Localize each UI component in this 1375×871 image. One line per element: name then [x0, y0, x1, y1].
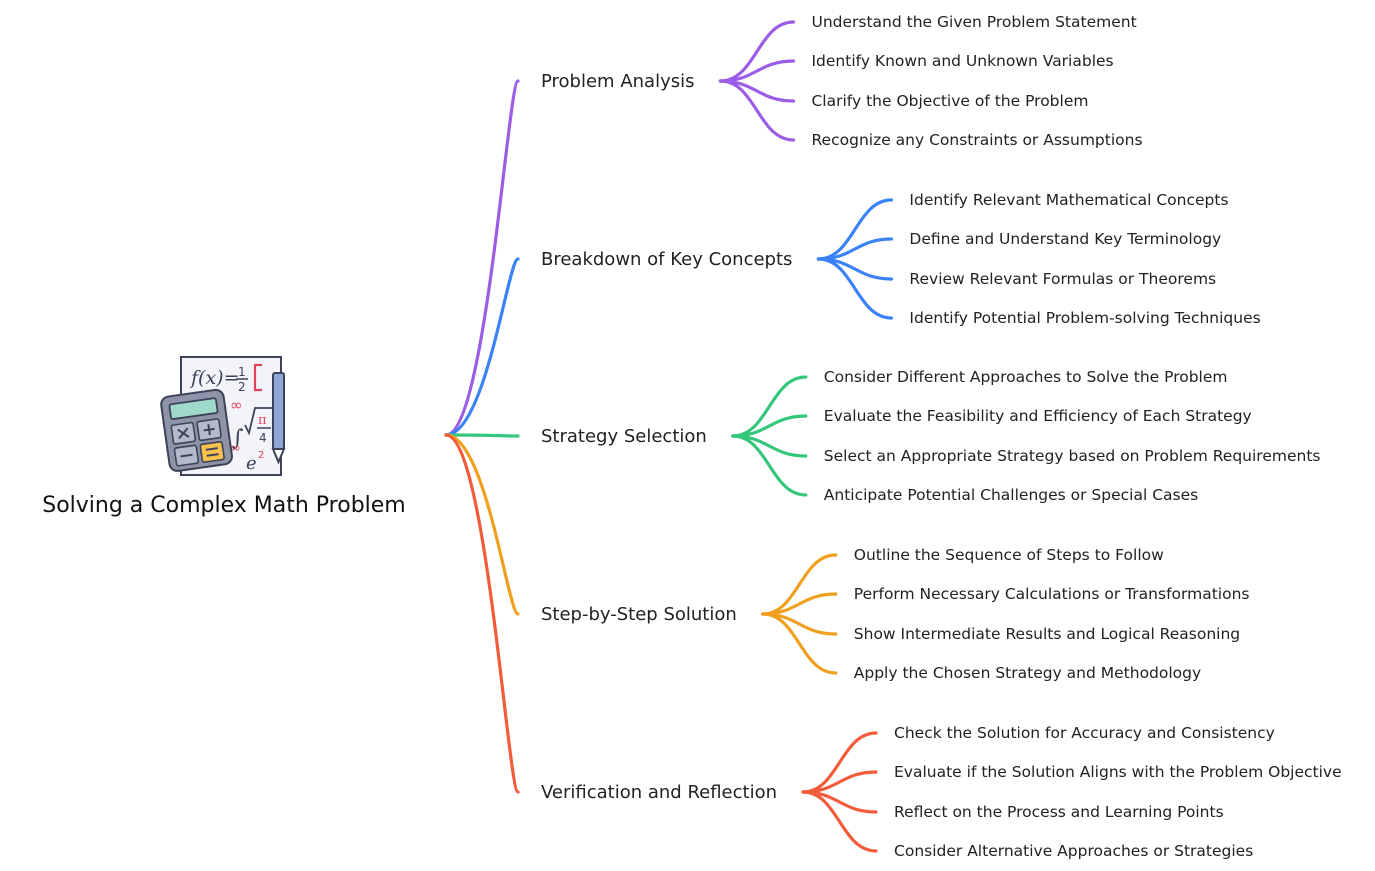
- leaf-label: Identify Known and Unknown Variables: [811, 52, 1113, 70]
- leaf-label: Define and Understand Key Terminology: [909, 230, 1221, 248]
- branch-connector: [444, 79, 520, 437]
- root-title: Solving a Complex Math Problem: [42, 493, 406, 518]
- svg-text:π: π: [258, 413, 267, 428]
- leaf-connector: [816, 257, 894, 320]
- branch-connector: [444, 433, 520, 794]
- svg-text:∞: ∞: [230, 441, 241, 456]
- leaf-label: Check the Solution for Accuracy and Cons…: [894, 724, 1275, 742]
- leaf-label: Anticipate Potential Challenges or Speci…: [824, 486, 1198, 504]
- leaf-label: Clarify the Objective of the Problem: [811, 92, 1088, 110]
- svg-text:2: 2: [238, 380, 246, 394]
- svg-text:2: 2: [258, 450, 264, 461]
- leaf-connector: [801, 790, 878, 853]
- leaf-connector: [761, 612, 838, 675]
- branch-connector: [444, 257, 520, 437]
- leaf-label: Evaluate if the Solution Aligns with the…: [894, 763, 1342, 781]
- leaf-connector: [718, 79, 796, 142]
- svg-text:e: e: [246, 453, 257, 474]
- branch-connector: [444, 433, 520, 616]
- branch-label: Breakdown of Key Concepts: [541, 249, 792, 270]
- branch-label: Step-by-Step Solution: [541, 604, 737, 625]
- leaf-label: Identify Potential Problem-solving Techn…: [909, 309, 1260, 327]
- calculator-math-icon: f(x)= 1 2 ∞ ∫ π 4 ∞ e 2: [160, 356, 286, 476]
- leaf-label: Understand the Given Problem Statement: [811, 13, 1136, 31]
- leaf-label: Identify Relevant Mathematical Concepts: [909, 191, 1228, 209]
- svg-text:1: 1: [238, 365, 246, 379]
- leaf-label: Recognize any Constraints or Assumptions: [811, 131, 1142, 149]
- leaf-label: Select an Appropriate Strategy based on …: [824, 447, 1321, 465]
- branch-label: Strategy Selection: [541, 426, 707, 447]
- leaf-connector: [731, 434, 808, 497]
- connectors: [444, 20, 894, 853]
- leaf-label: Show Intermediate Results and Logical Re…: [854, 625, 1240, 643]
- branches: Problem Analysis Understand the Given Pro…: [541, 13, 1342, 860]
- branch-label: Verification and Reflection: [541, 782, 777, 803]
- svg-text:f(x)=: f(x)=: [189, 367, 240, 389]
- leaf-label: Reflect on the Process and Learning Poin…: [894, 803, 1224, 821]
- branch-label: Problem Analysis: [541, 71, 694, 92]
- svg-text:∞: ∞: [230, 396, 243, 414]
- leaf-label: Consider Different Approaches to Solve t…: [824, 368, 1228, 386]
- leaf-label: Review Relevant Formulas or Theorems: [909, 270, 1216, 288]
- svg-text:4: 4: [259, 431, 267, 445]
- leaf-label: Outline the Sequence of Steps to Follow: [854, 546, 1164, 564]
- svg-text:∫: ∫: [232, 426, 244, 451]
- leaf-label: Evaluate the Feasibility and Efficiency …: [824, 407, 1252, 425]
- branch-connector: [444, 433, 520, 438]
- leaf-label: Perform Necessary Calculations or Transf…: [854, 585, 1250, 603]
- leaf-label: Apply the Chosen Strategy and Methodolog…: [854, 664, 1201, 682]
- leaf-label: Consider Alternative Approaches or Strat…: [894, 842, 1253, 860]
